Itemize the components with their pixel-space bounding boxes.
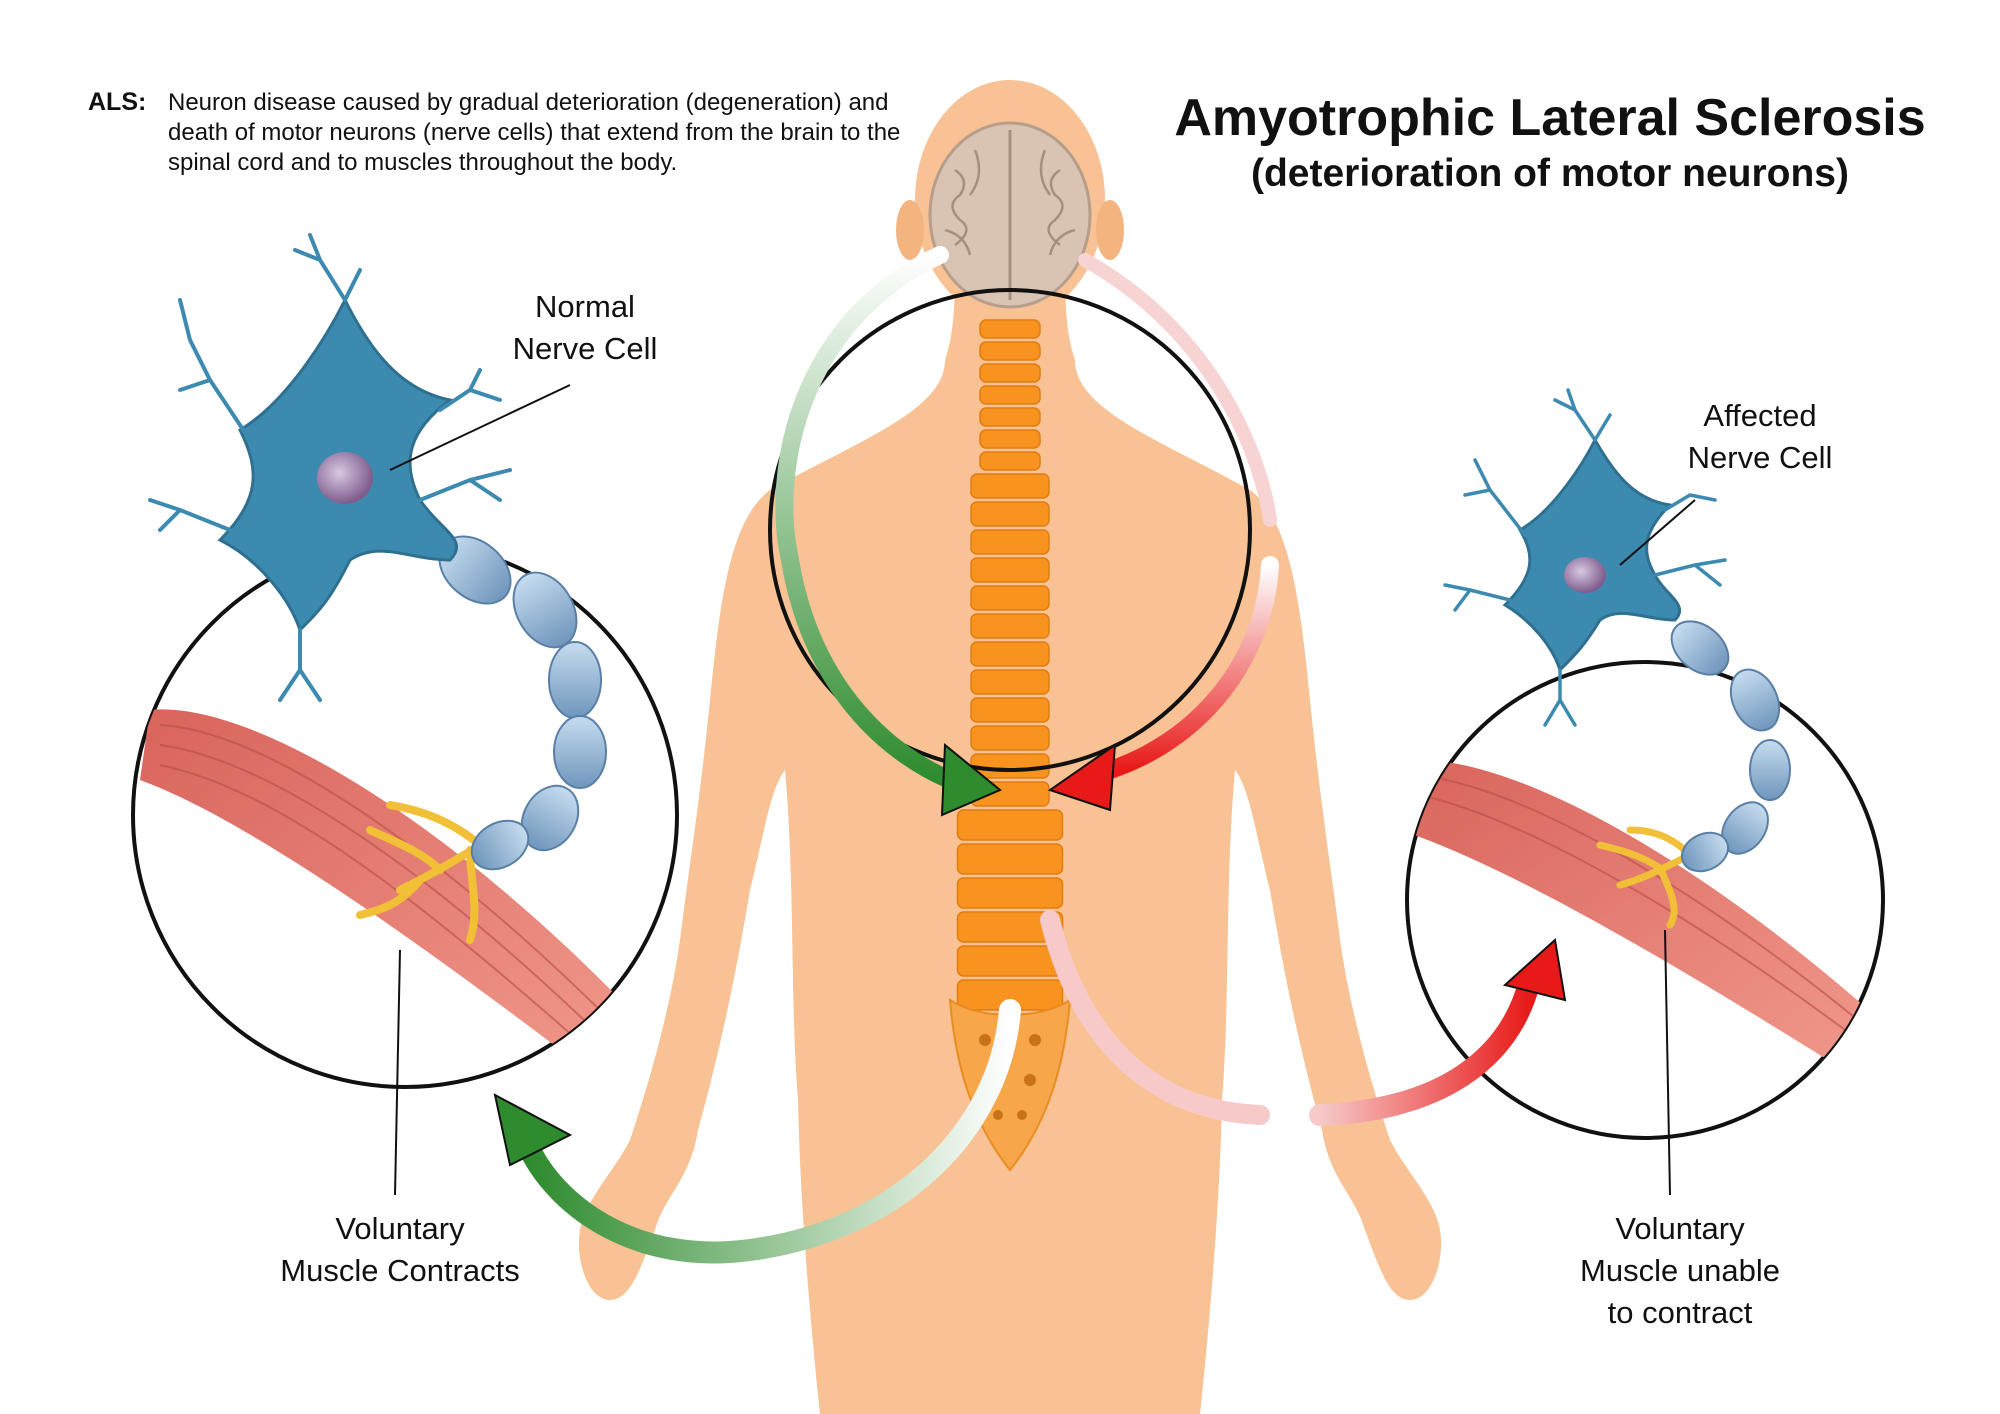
affected-nerve-cell-label: Affected Nerve Cell xyxy=(1640,395,1880,479)
vertebra xyxy=(979,363,1041,383)
normal-nerve-cell-label: Normal Nerve Cell xyxy=(470,286,700,370)
vertebra xyxy=(970,501,1050,527)
als-label: ALS: xyxy=(88,88,147,116)
vertebra xyxy=(979,407,1041,427)
arrow-head-red-spine xyxy=(1047,742,1117,812)
vertebra xyxy=(956,911,1064,943)
normal-neuron xyxy=(148,233,571,702)
diagram-subtitle: (deterioration of motor neurons) xyxy=(1251,152,1849,195)
arrow-head-green-muscle xyxy=(493,1093,573,1167)
vertebra xyxy=(979,451,1041,471)
signal-arrow-spine-to-muscle xyxy=(519,999,1021,1264)
diagram-title: Amyotrophic Lateral Sclerosis xyxy=(1174,89,1926,147)
affected-nerve-ending xyxy=(1596,826,1694,929)
vertebra xyxy=(956,809,1064,841)
als-definition: Neuron disease caused by gradual deterio… xyxy=(168,89,901,176)
affected-label-line1: Affected xyxy=(1703,398,1817,433)
vertebra xyxy=(970,613,1050,639)
unable-label-line1: Voluntary xyxy=(1615,1211,1745,1246)
failed-signal-arrow-brain-to-spine xyxy=(1078,253,1277,527)
vertebra xyxy=(970,753,1050,779)
normal-label-line1: Normal xyxy=(535,289,635,324)
unable-label-line3: to contract xyxy=(1607,1295,1753,1330)
arrow-head-red-muscle xyxy=(1502,938,1567,1002)
vertebra xyxy=(979,429,1041,449)
vertebra xyxy=(979,385,1041,405)
vertebra xyxy=(970,585,1050,611)
vertebra xyxy=(970,641,1050,667)
contract-label-line1: Voluntary xyxy=(335,1211,465,1246)
brain-pathway-circle xyxy=(768,288,1252,772)
vertebra xyxy=(979,341,1041,361)
affected-neuron xyxy=(1443,388,1727,727)
failed-signal-arrow-to-muscle xyxy=(1040,910,1270,1125)
contract-label-line2: Muscle Contracts xyxy=(280,1253,520,1288)
vertebra xyxy=(956,877,1064,909)
signal-arrow-brain-to-spine xyxy=(775,246,959,789)
vertebra xyxy=(970,557,1050,583)
vertebra xyxy=(970,697,1050,723)
affected-axon xyxy=(1670,620,1791,873)
vertebra xyxy=(970,473,1050,499)
unable-leader-line xyxy=(1664,929,1671,1196)
vertebra xyxy=(956,843,1064,875)
healthy-nerve-ending xyxy=(356,801,484,944)
unable-label-line2: Muscle unable xyxy=(1580,1253,1780,1288)
muscle-unable-label: Voluntary Muscle unable to contract xyxy=(1530,1208,1830,1334)
normal-label-line2: Nerve Cell xyxy=(512,331,658,366)
contract-leader-line xyxy=(394,949,401,1196)
vertebra xyxy=(956,945,1064,977)
brain xyxy=(928,121,1092,309)
vertebra xyxy=(970,725,1050,751)
muscle-contracts-label: Voluntary Muscle Contracts xyxy=(250,1208,550,1292)
vertebra xyxy=(979,319,1041,339)
healthy-axon xyxy=(438,535,607,871)
arrow-head-green-spine xyxy=(940,742,1002,817)
healthy-muscle xyxy=(140,709,640,1080)
vertebra xyxy=(970,529,1050,555)
affected-label-line2: Nerve Cell xyxy=(1687,440,1833,475)
vertebra xyxy=(970,669,1050,695)
